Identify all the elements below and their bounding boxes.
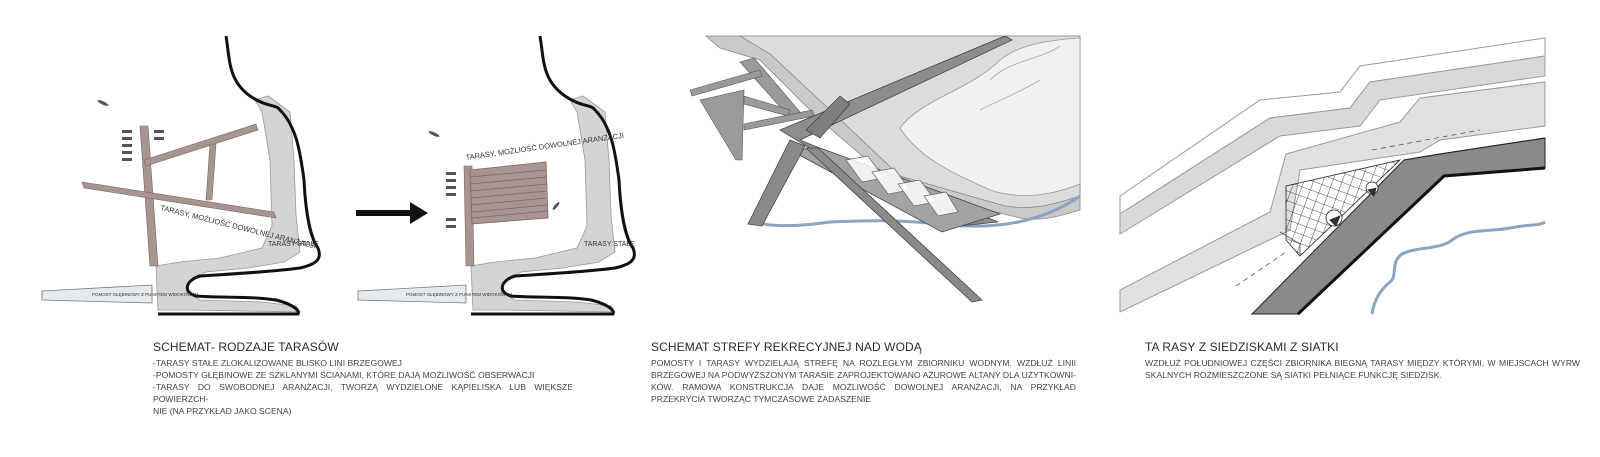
large-terrace xyxy=(469,161,549,225)
long-pier xyxy=(804,147,983,303)
caption-terrace-types: SCHEMAT- RODZAJE TARASÓW -TARASY STAŁE Z… xyxy=(153,340,573,417)
deep-pier-shape-2 xyxy=(357,284,467,304)
caption-title: TA RASY Z SIEDZISKAMI Z SIATKI xyxy=(1145,340,1339,354)
boat-icons xyxy=(97,100,164,161)
stream xyxy=(1370,220,1546,315)
caption-line: -TARASY DO SWOBODNEJ ARANŻACJI, TWORZĄ W… xyxy=(153,382,573,404)
shoreline xyxy=(158,35,321,316)
fixed-terrace-shape xyxy=(155,95,301,313)
label-deep-pier-2: POMOST GŁĘBINOWY Z PUNKTEM WIDOKOWYM xyxy=(406,292,512,297)
panel-2-diagram: TARASY, MOŻLIOŚĆ DOWOLNEJ ARANŻACJI TARA… xyxy=(357,35,636,316)
terrace-band-upper xyxy=(1119,55,1546,235)
caption-body: -TARASY STAŁE ZLOKALIZOWANE BLISKO LINI … xyxy=(153,357,573,417)
caption-body: POMOSTY I TARASY WYDZIELAJĄ STREFĘ NA RO… xyxy=(651,358,1076,404)
caption-title: SCHEMAT- RODZAJE TARASÓW xyxy=(153,340,339,354)
label-deep-pier: POMOST GŁĘBINOWY Z PUNKTEM WIDOKOWYM xyxy=(92,292,198,297)
label-fixed-terraces-2: TARASY STAŁE xyxy=(584,241,635,248)
person-icons xyxy=(1325,181,1379,227)
fixed-terrace-shape-2 xyxy=(470,95,616,313)
caption-recreation-zone: SCHEMAT STREFY REKRECYJNEJ NAD WODĄ POMO… xyxy=(651,340,1076,405)
boat-icons-2 xyxy=(428,131,560,228)
panel-1-diagram: TARASY, MOŻLIOŚĆ DOWOLNEJ ARANŻACJI TARA… xyxy=(41,35,321,316)
caption-mesh-seating: TA RASY Z SIEDZISKAMI Z SIATKI WZDŁUŻ PO… xyxy=(1145,340,1580,381)
movable-terraces xyxy=(81,123,277,267)
caption-line: -TARASY STAŁE ZLOKALIZOWANE BLISKO LINI … xyxy=(153,358,402,368)
caption-title: SCHEMAT STREFY REKRECYJNEJ NAD WODĄ xyxy=(651,340,922,354)
terrain-inner xyxy=(899,37,1081,197)
arrow-icon xyxy=(356,202,428,224)
shoreline-2 xyxy=(471,35,636,316)
deep-pier-shape xyxy=(41,284,153,304)
label-fixed-terraces: TARASY STAŁE xyxy=(268,241,319,248)
panel-4-diagram xyxy=(1119,37,1546,316)
panel-3-diagram xyxy=(689,35,1081,303)
caption-line: -POMOSTY GŁĘBINOWE ZE SZKLANYMI ŚCIANAMI… xyxy=(153,370,535,380)
caption-body: WZDŁUŻ POŁUDNIOWEJ CZĘŚCI ZBIORNIKA BIEG… xyxy=(1145,358,1580,380)
pier-framework xyxy=(689,57,815,161)
arbor-structures xyxy=(845,155,959,217)
caption-line: NIE (NA PRZYKŁAD JAKO SCENA) xyxy=(153,406,292,416)
water-edge xyxy=(751,194,1081,228)
angled-pier xyxy=(747,139,806,227)
